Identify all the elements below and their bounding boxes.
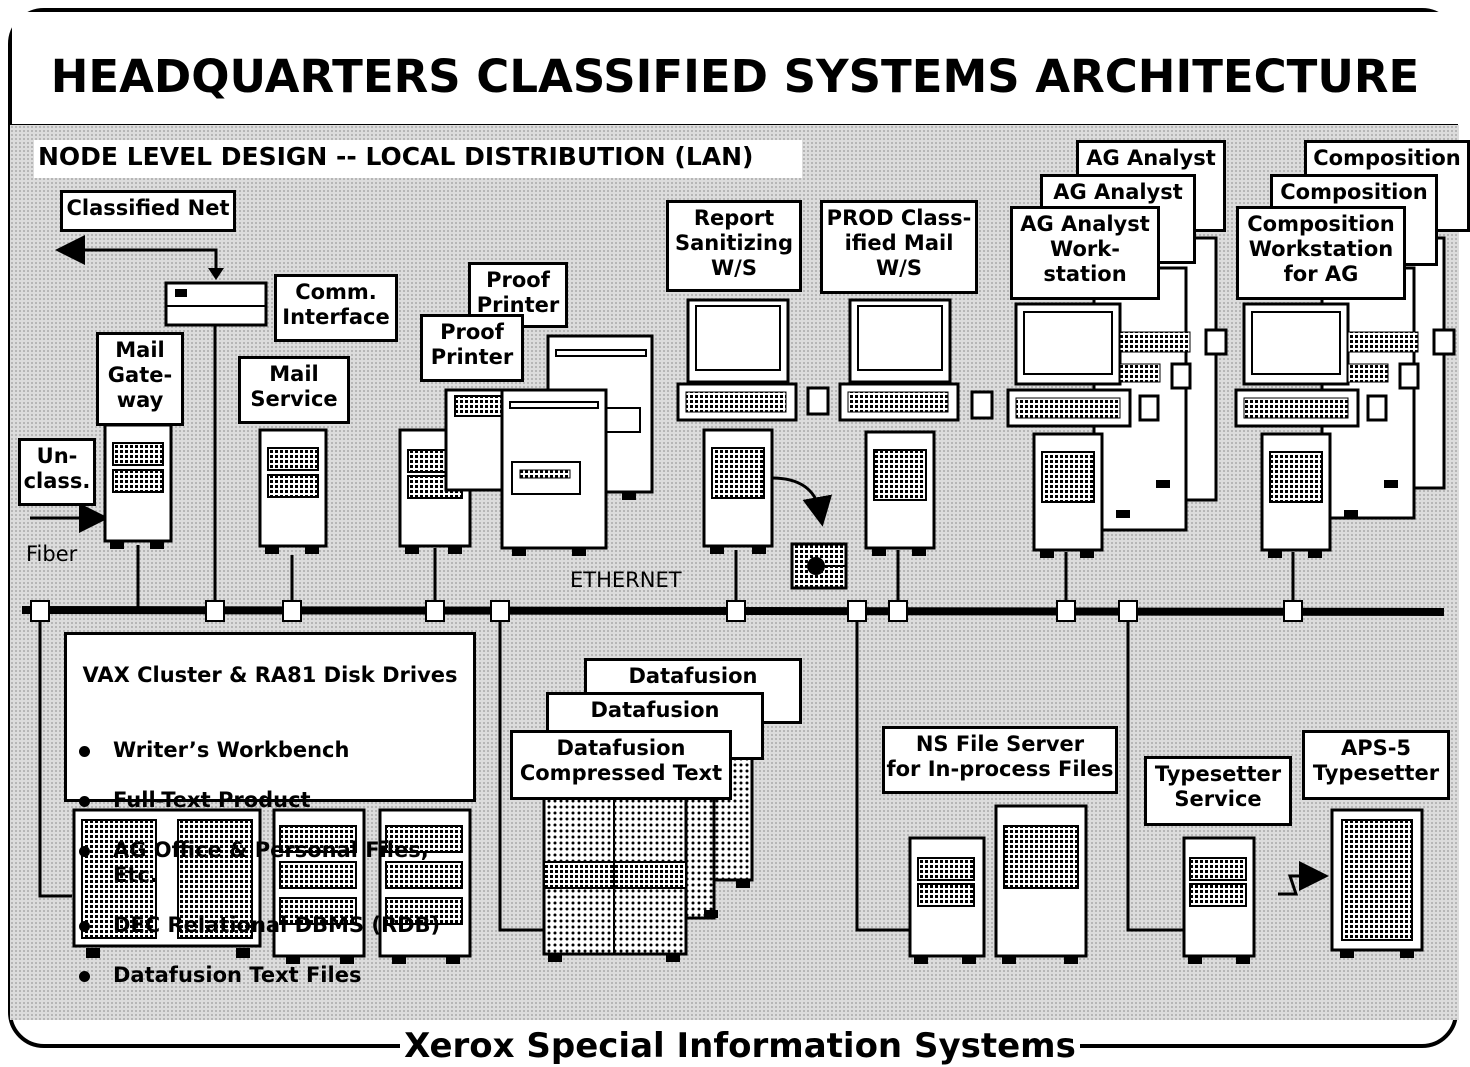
vax-list: Writer’s Workbench Full-Text Product AG …	[67, 713, 473, 1013]
vax-item: Writer’s Workbench	[67, 738, 473, 763]
label-datafusion-compressed: Datafusion Compressed Text	[510, 730, 732, 800]
diagram-subtitle: NODE LEVEL DESIGN -- LOCAL DISTRIBUTION …	[34, 140, 802, 178]
label-prod-classified-mail: PROD Class- ified Mail W/S	[820, 200, 978, 294]
label-comm-interface: Comm. Interface	[274, 274, 398, 342]
title-bar: HEADQUARTERS CLASSIFIED SYSTEMS ARCHITEC…	[12, 12, 1458, 128]
vax-heading: VAX Cluster & RA81 Disk Drives	[82, 663, 458, 687]
label-aps5-typesetter: APS-5 Typesetter	[1302, 730, 1450, 800]
label-fiber: Fiber	[26, 542, 78, 566]
label-mail-service: Mail Service	[238, 356, 350, 424]
label-classified-net: Classified Net	[60, 190, 236, 232]
label-unclass: Un- class.	[18, 438, 96, 506]
label-ethernet: ETHERNET	[570, 568, 682, 592]
vax-item: Datafusion Text Files	[67, 963, 473, 988]
vax-item: AG Office & Personal Files, Etc.	[67, 838, 473, 888]
label-ag-analyst-workstation: AG Analyst Work- station	[1010, 206, 1160, 300]
diagram-title: HEADQUARTERS CLASSIFIED SYSTEMS ARCHITEC…	[50, 50, 1420, 103]
label-typesetter-service: Typesetter Service	[1144, 756, 1292, 826]
footer-credit: Xerox Special Information Systems	[400, 1026, 1080, 1067]
label-ns-file-server: NS File Server for In-process Files	[882, 726, 1118, 794]
vax-cluster-box: VAX Cluster & RA81 Disk Drives Writer’s …	[64, 632, 476, 987]
vax-item: Full-Text Product	[67, 788, 473, 813]
vax-item: DEC Relational DBMS (RDB)	[67, 913, 473, 938]
label-proof-printer: Proof Printer	[420, 314, 524, 382]
label-composition-workstation: Composition Workstation for AG	[1236, 206, 1406, 300]
label-mail-gateway: Mail Gate- way	[96, 332, 184, 426]
label-report-sanitizing: Report Sanitizing W/S	[666, 200, 802, 292]
